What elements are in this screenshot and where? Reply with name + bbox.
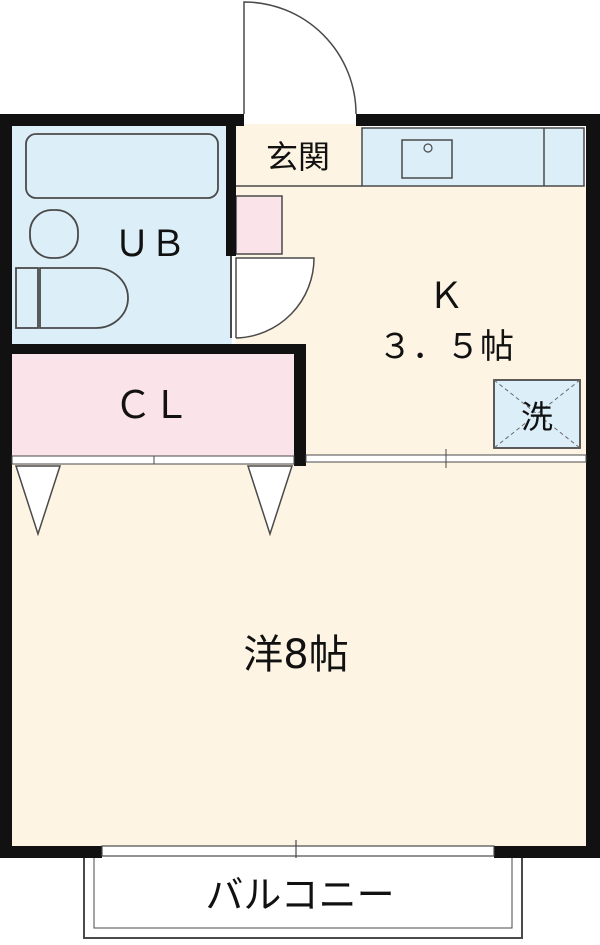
balcony-inner (93, 858, 513, 929)
balcony-window (101, 845, 495, 857)
entrance-door-swing (243, 1, 357, 115)
label-balcony: バルコニー (205, 873, 394, 917)
toilet-tank-icon (15, 267, 39, 329)
closet-floor (12, 352, 300, 456)
closet-door-left (14, 465, 62, 537)
label-kitchen-name: Ｋ (428, 276, 464, 317)
washer-diagonal-b (493, 379, 581, 449)
entrance-floor (236, 124, 362, 186)
label-kitchen-size: ３．５帖 (378, 327, 514, 367)
bathtub-icon (25, 133, 219, 199)
toilet-icon (39, 267, 129, 329)
sink-icon (401, 139, 453, 179)
drain-icon (423, 143, 433, 153)
walls (0, 114, 600, 858)
washbasin-icon (29, 209, 79, 259)
label-laundry: 洗 (521, 398, 553, 436)
label-entrance: 玄関 (266, 138, 330, 176)
storage-block (235, 195, 283, 255)
closet-door-track (11, 455, 295, 465)
western-room-floor (12, 462, 586, 848)
label-bath: ＵＢ (114, 224, 186, 265)
kitchen-counter (361, 127, 585, 187)
label-western-room: 洋8帖 (243, 632, 348, 678)
label-closet: ＣＬ (114, 383, 190, 427)
balcony-outline (83, 858, 523, 939)
washer-diagonal-a (493, 379, 581, 449)
bath-door-swing (235, 257, 315, 339)
closet-door-right (246, 465, 294, 537)
